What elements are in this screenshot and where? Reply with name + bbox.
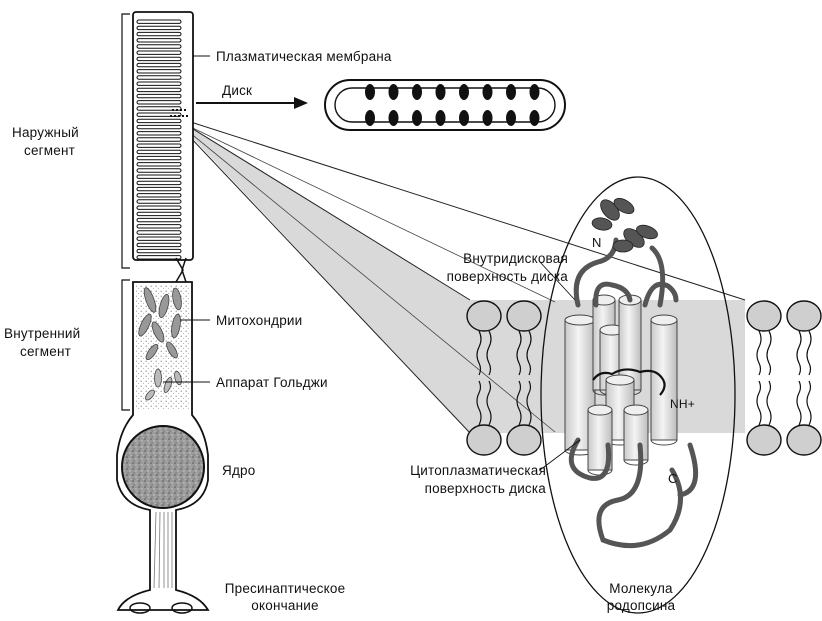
outer-segment-label-2: сегмент [24, 142, 75, 159]
disc-line [137, 150, 181, 153]
disc-line [137, 107, 181, 110]
lipid-molecule [787, 381, 821, 455]
intradisc-surface-label-1: Внутридисковая [400, 250, 568, 267]
disc-line [137, 51, 181, 54]
inner-segment-label-1: Внутренний [4, 325, 80, 342]
disc-line [137, 144, 181, 147]
disc-line [137, 125, 181, 128]
disc-line [137, 39, 181, 42]
presynaptic-label-1: Пресинаптическое [210, 580, 360, 597]
nucleus-label: Ядро [222, 462, 255, 479]
disc-protein [365, 110, 375, 126]
nh-plus-label: NH+ [670, 398, 682, 410]
disc-protein [483, 110, 493, 126]
disc-protein [506, 110, 516, 126]
disc-protein [412, 84, 422, 100]
presynaptic-label-2: окончание [210, 597, 360, 614]
disc-line [137, 119, 181, 122]
disc-protein [389, 84, 399, 100]
rhodopsin-label-2: родопсина [586, 597, 696, 614]
cytoplasmic-surface-label-1: Цитоплазматическая [356, 462, 546, 479]
disc-line [137, 212, 181, 215]
inner-segment-bracket [122, 280, 130, 410]
outer-segment-bracket [122, 14, 130, 268]
disc-line [137, 63, 181, 66]
disc-line [137, 57, 181, 60]
n-terminus-label: N [592, 234, 602, 251]
disc-protein [412, 110, 422, 126]
lipid-molecule [747, 381, 781, 455]
disc-detail [325, 80, 565, 130]
disc-protein [506, 84, 516, 100]
disc-line [137, 88, 181, 91]
disc-line [137, 156, 181, 159]
disc-line [137, 187, 181, 190]
disc-line [137, 138, 181, 141]
disc-protein [389, 110, 399, 126]
disc-line [137, 26, 181, 29]
c-terminus-label: C [668, 470, 678, 487]
disc-line [137, 206, 181, 209]
disc-line [137, 175, 181, 178]
inner-segment [117, 282, 208, 613]
outer-segment-label-1: Наружный [12, 124, 79, 141]
cytoplasmic-surface-label-2: поверхность диска [356, 480, 546, 497]
inner-segment-label-2: сегмент [20, 343, 71, 360]
disc-line [137, 243, 181, 246]
disc-line [137, 20, 181, 23]
lipid-molecule [747, 301, 781, 375]
disc-line [137, 256, 181, 259]
disc-line [137, 249, 181, 252]
disc-line [137, 45, 181, 48]
disc-line [137, 218, 181, 221]
disc-line [137, 169, 181, 172]
disc-line [137, 76, 181, 79]
disc-protein [459, 84, 469, 100]
lipid-molecule [787, 301, 821, 375]
disc-line [137, 32, 181, 35]
rhodopsin-label-1: Молекула [586, 580, 696, 597]
disc-protein [459, 110, 469, 126]
mitochondria-label: Митохондрии [216, 312, 302, 329]
outer-segment [133, 12, 193, 282]
disc-line [137, 225, 181, 228]
disc-line [137, 231, 181, 234]
disc-line [137, 101, 181, 104]
plasma-membrane-label: Плазматическая мембрана [216, 48, 392, 65]
transmembrane-helix [624, 405, 648, 465]
disc-protein [483, 84, 493, 100]
disc-line [137, 181, 181, 184]
disc-label: Диск [222, 82, 252, 99]
disc-protein [530, 110, 540, 126]
disc-line [137, 94, 181, 97]
disc-protein [365, 84, 375, 100]
disc-line [137, 163, 181, 166]
disc-protein [436, 84, 446, 100]
intradisc-surface-label-2: поверхность диска [400, 268, 568, 285]
disc-line [137, 82, 181, 85]
disc-line [137, 237, 181, 240]
disc-line [137, 132, 181, 135]
nucleus [122, 426, 204, 508]
disc-line [137, 194, 181, 197]
golgi-label: Аппарат Гольджи [216, 374, 328, 391]
rhodopsin-helices [565, 295, 677, 475]
disc-protein [436, 110, 446, 126]
disc-protein [530, 84, 540, 100]
disc-line [137, 70, 181, 73]
disc-line [137, 200, 181, 203]
